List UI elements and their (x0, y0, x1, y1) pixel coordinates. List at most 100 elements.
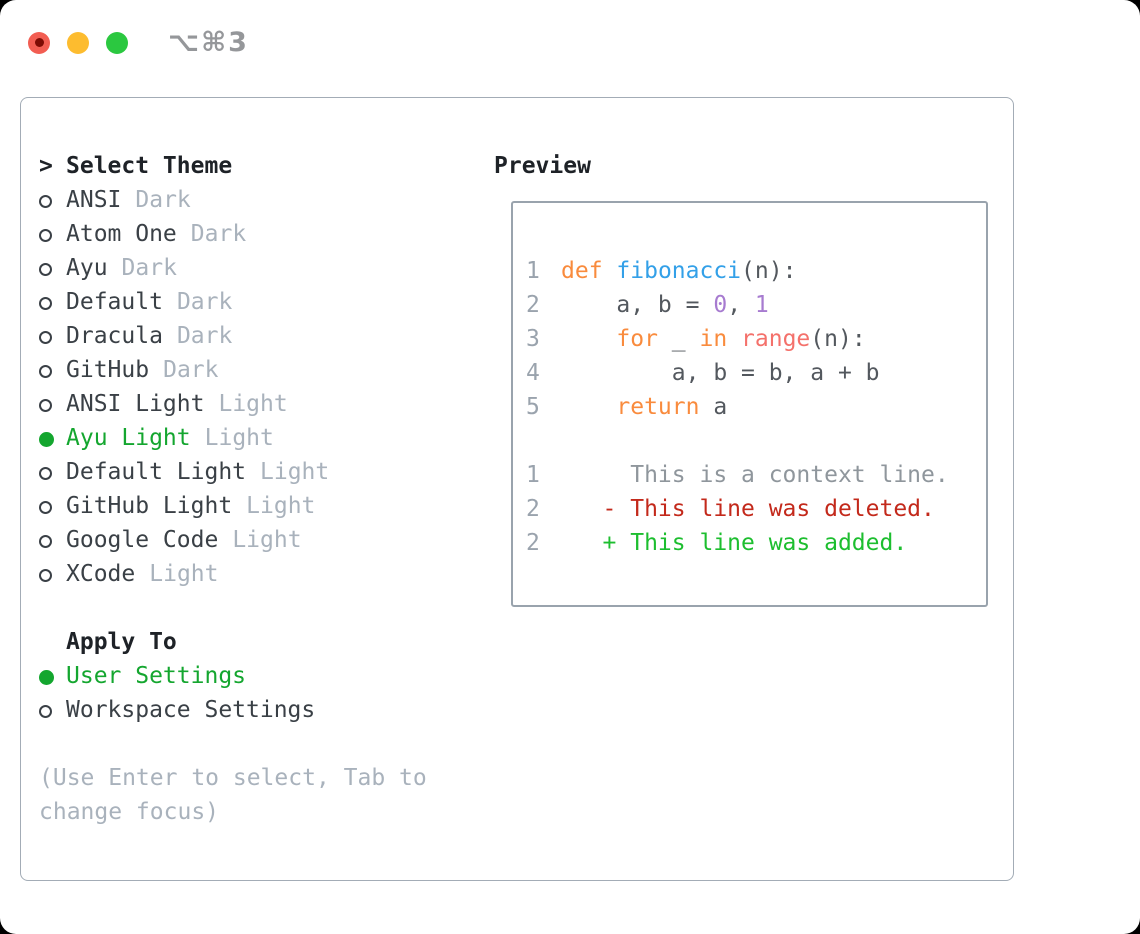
theme-variant-badge: Dark (176, 289, 233, 315)
line-number: 2 (526, 496, 540, 522)
code-token-kw: in (699, 326, 728, 352)
radio-unselected-icon (39, 569, 52, 582)
radio-unselected-icon (39, 297, 52, 310)
code-token-ctx: This is a context line. (561, 462, 949, 488)
theme-variant-badge: Light (246, 493, 316, 519)
code-token-fg: a, b = (561, 292, 714, 318)
select-theme-heading-label: Select Theme (66, 153, 233, 179)
line-number: 1 (526, 258, 540, 284)
theme-name: Default (66, 289, 163, 315)
close-button[interactable] (28, 31, 50, 54)
apply-option-workspace-settings[interactable]: Workspace Settings (39, 693, 479, 727)
radio-unselected-icon (39, 535, 52, 548)
theme-name: Atom One (66, 221, 177, 247)
theme-variant-badge: Light (260, 459, 330, 485)
preview-code-line: 2 a, b = 0, 1 (526, 288, 986, 322)
code-token-fg: a, b = b, a + b (561, 360, 880, 386)
apply-option-label: User Settings (66, 663, 247, 689)
theme-option-xcode[interactable]: XCode Light (39, 557, 479, 591)
code-token-fg: (n): (741, 258, 797, 284)
theme-name: GitHub Light (66, 493, 233, 519)
theme-variant-badge: Dark (135, 187, 191, 213)
radio-unselected-icon (39, 467, 52, 480)
apply-option-label: Workspace Settings (66, 697, 316, 723)
code-token-kw: def (561, 258, 603, 284)
code-token-fn: fibonacci (616, 258, 742, 284)
code-token-fg (561, 530, 603, 556)
minimize-button[interactable] (67, 31, 89, 54)
code-token-fg: _ (657, 326, 700, 352)
close-button-dot-icon (34, 38, 44, 47)
theme-variant-badge: Light (149, 561, 219, 587)
radio-unselected-icon (39, 229, 52, 242)
code-token-special: range (741, 326, 811, 352)
theme-variant-badge: Dark (121, 255, 177, 281)
theme-option-atom-one[interactable]: Atom One Dark (39, 217, 479, 251)
theme-variant-badge: Dark (190, 221, 247, 247)
code-token-fg (561, 496, 603, 522)
select-theme-heading: > Select Theme (39, 149, 479, 183)
apply-to-heading: Apply To (66, 629, 177, 655)
code-token-add: + This line was added. (602, 530, 908, 556)
radio-unselected-icon (39, 263, 52, 276)
preview-code-line: 2 + This line was added. (526, 526, 986, 560)
theme-variant-badge: Dark (176, 323, 233, 349)
theme-name: Google Code (66, 527, 219, 553)
line-number: 2 (526, 530, 540, 556)
code-token-del: - This line was deleted. (602, 496, 935, 522)
radio-unselected-icon (39, 705, 52, 718)
code-token-kw: return (616, 394, 700, 420)
theme-option-ansi[interactable]: ANSI Dark (39, 183, 479, 217)
radio-unselected-icon (39, 501, 52, 514)
theme-name: ANSI Light (66, 391, 205, 417)
radio-unselected-icon (39, 365, 52, 378)
preview-heading: Preview (494, 153, 591, 179)
preview-code-line (526, 424, 986, 458)
code-token-fg: , (727, 292, 755, 318)
window-title: ⌥⌘3 (168, 27, 249, 58)
code-token-fg (603, 258, 617, 284)
theme-variant-badge: Light (204, 425, 274, 451)
code-token-fg (561, 326, 616, 352)
theme-variant-badge: Dark (163, 357, 219, 383)
preview-code-line: 4 a, b = b, a + b (526, 356, 986, 390)
theme-name: Default Light (66, 459, 247, 485)
prompt-caret-icon: > (39, 153, 53, 179)
theme-option-default[interactable]: Default Dark (39, 285, 479, 319)
theme-variant-badge: Light (232, 527, 302, 553)
theme-option-github[interactable]: GitHub Dark (39, 353, 479, 387)
theme-variant-badge: Light (218, 391, 288, 417)
code-token-fg: (n): (810, 326, 866, 352)
radio-selected-icon (39, 432, 54, 447)
code-token-fg: a (699, 394, 728, 420)
preview-code-line: 5 return a (526, 390, 986, 424)
theme-name: ANSI (66, 187, 122, 213)
line-number: 4 (526, 360, 540, 386)
preview-code-line: 1 This is a context line. (526, 458, 986, 492)
code-token-kw: for (616, 326, 658, 352)
theme-option-ansi-light[interactable]: ANSI Light Light (39, 387, 479, 421)
radio-unselected-icon (39, 331, 52, 344)
radio-unselected-icon (39, 195, 52, 208)
line-number: 3 (526, 326, 540, 352)
preview-code-line: 2 - This line was deleted. (526, 492, 986, 526)
preview-code-line: 3 for _ in range(n): (526, 322, 986, 356)
code-token-num: 0 (713, 292, 728, 318)
theme-option-github-light[interactable]: GitHub Light Light (39, 489, 479, 523)
theme-option-google-code[interactable]: Google Code Light (39, 523, 479, 557)
apply-option-user-settings[interactable]: User Settings (39, 659, 479, 693)
keyboard-hint-text: (Use Enter to select, Tab to change focu… (39, 765, 427, 825)
theme-option-default-light[interactable]: Default Light Light (39, 455, 479, 489)
radio-unselected-icon (39, 399, 52, 412)
theme-name: GitHub (66, 357, 150, 383)
theme-name: XCode (66, 561, 136, 587)
maximize-button[interactable] (106, 31, 128, 54)
code-token-fg (561, 394, 616, 420)
